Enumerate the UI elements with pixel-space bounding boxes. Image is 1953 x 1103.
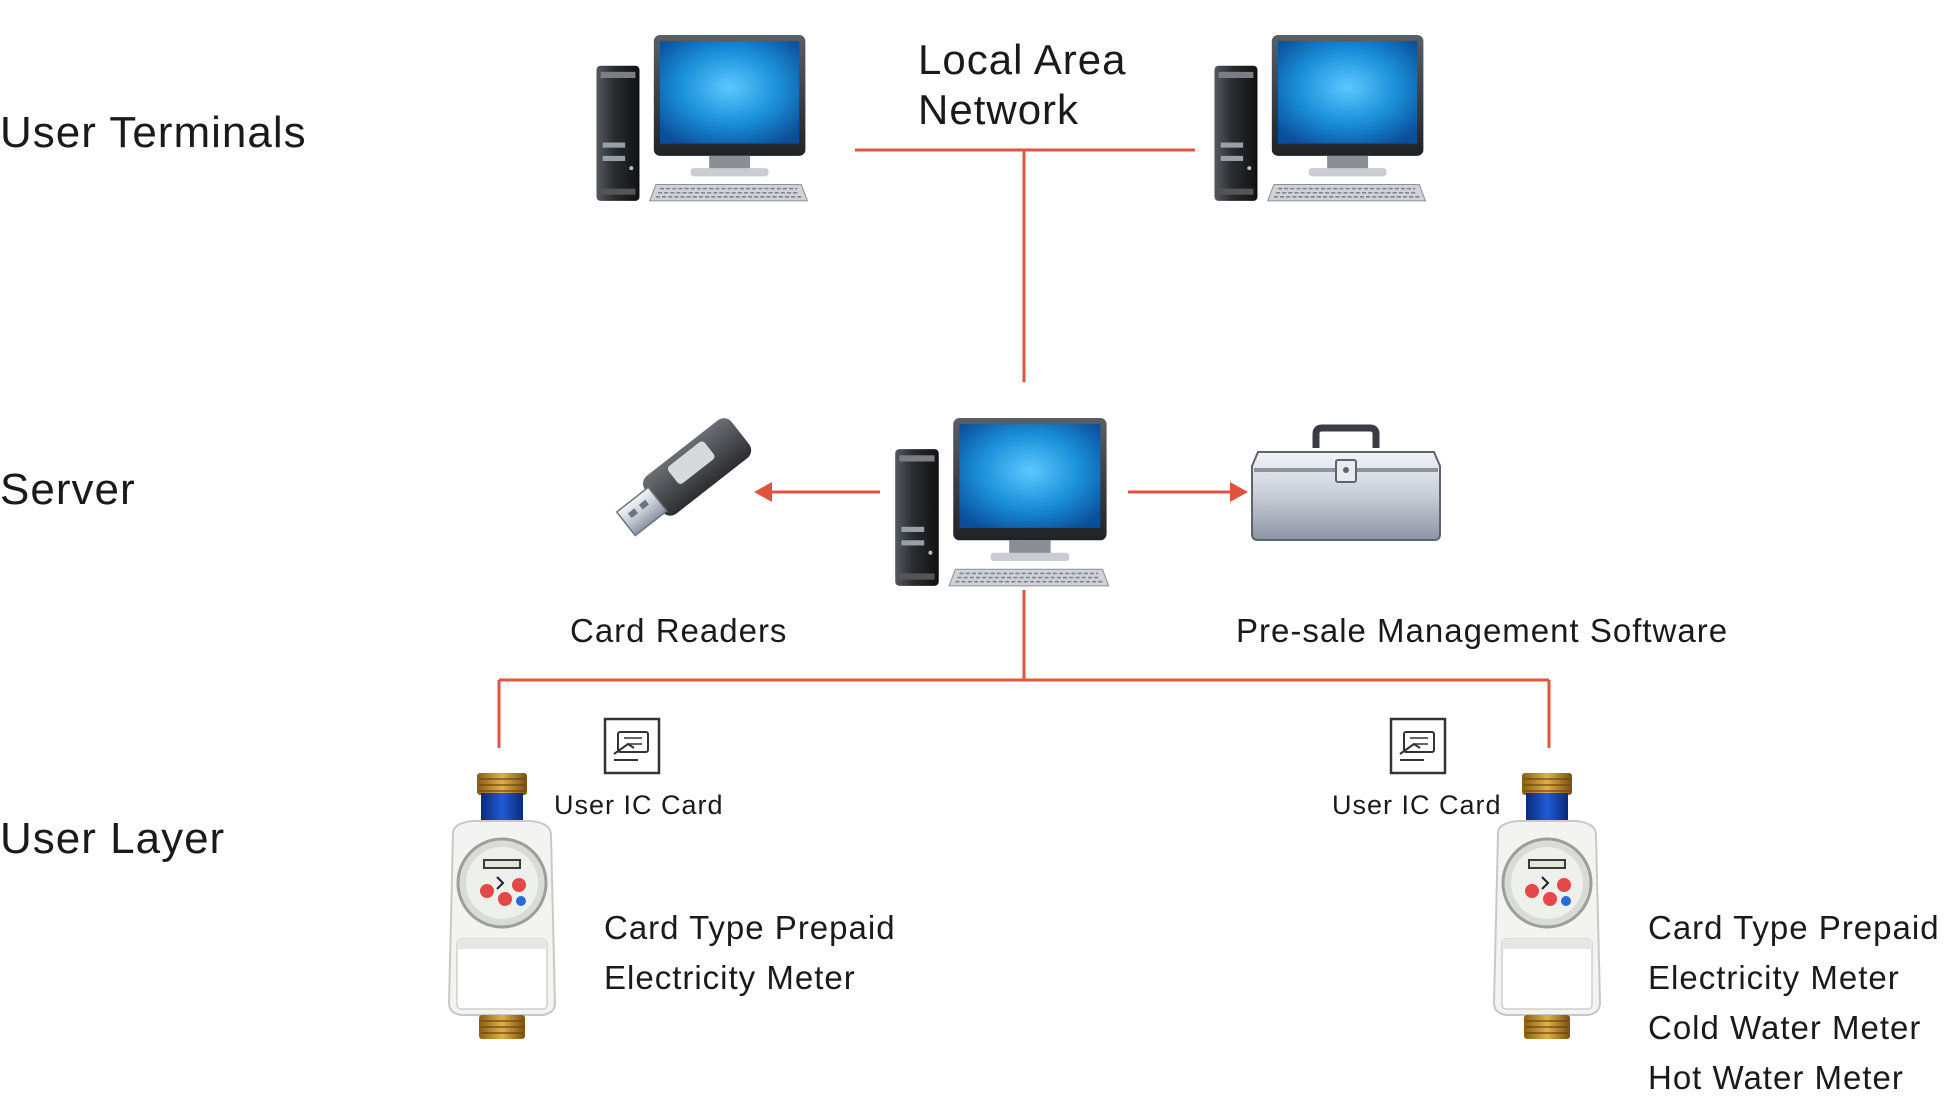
lan-label-line-2: Network	[918, 86, 1080, 133]
card-reader-arrowhead	[754, 482, 772, 502]
meter-description-line: Cold Water Meter	[1648, 1009, 1922, 1046]
meter-description-line: Card Type Prepaid	[1648, 909, 1940, 946]
meter-description-left: Card Type Prepaid Electricity Meter	[604, 903, 896, 1003]
presale-software-label: Pre-sale Management Software	[1236, 612, 1729, 649]
software-arrowhead	[1230, 482, 1248, 502]
usb-card-reader-icon	[615, 418, 752, 537]
water-meter-icon	[447, 771, 557, 1041]
user-ic-card-label-left: User IC Card	[554, 790, 724, 820]
server-computer-icon	[894, 417, 1110, 587]
layer-label-user-layer: User Layer	[0, 814, 226, 863]
layer-label-user-terminals: User Terminals	[0, 108, 307, 157]
meter-description-line: Electricity Meter	[604, 959, 856, 996]
card-readers-label: Card Readers	[570, 612, 788, 649]
meter-description-line: Electricity Meter	[1648, 959, 1900, 996]
desktop-computer-icon	[595, 34, 809, 202]
toolbox-icon	[1251, 424, 1441, 541]
meter-description-line: Hot Water Meter	[1648, 1059, 1904, 1096]
water-meter-icon	[1492, 771, 1602, 1041]
ic-card-icon	[1389, 717, 1447, 775]
desktop-computer-icon	[1213, 34, 1427, 202]
layer-label-server: Server	[0, 465, 136, 514]
meter-description-right: Card Type Prepaid Electricity Meter Cold…	[1648, 903, 1940, 1103]
lan-label-line-1: Local Area	[918, 36, 1127, 83]
ic-card-icon	[603, 717, 661, 775]
lan-label: Local Area Network	[918, 35, 1126, 135]
meter-description-line: Card Type Prepaid	[604, 909, 896, 946]
user-ic-card-label-right: User IC Card	[1332, 790, 1502, 820]
